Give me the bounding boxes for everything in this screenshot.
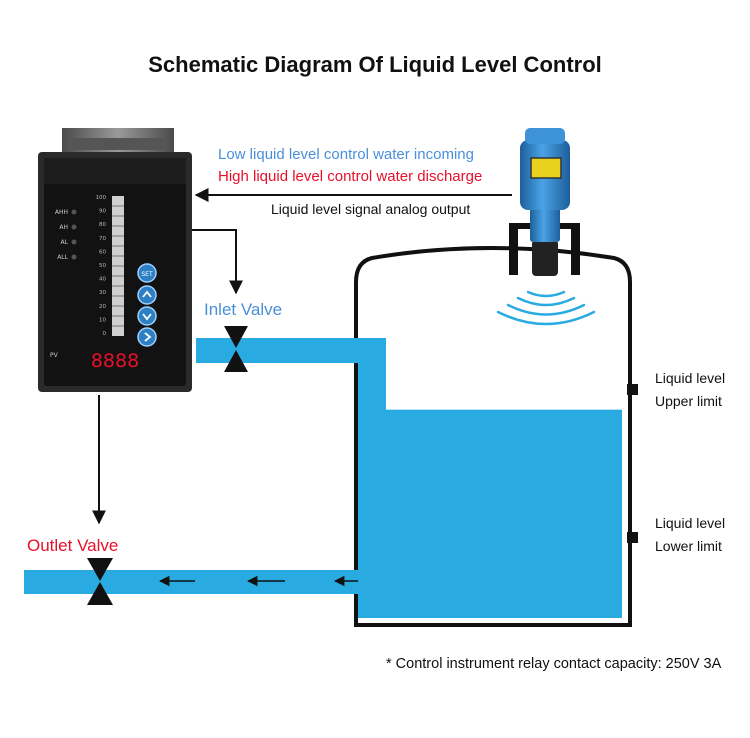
scale-tick-label: 20 (99, 304, 106, 310)
scale-tick-label: 70 (99, 236, 106, 242)
signal-label: Liquid level signal analog output (271, 201, 471, 217)
set-button[interactable] (137, 263, 157, 283)
ultrasonic-sensor (509, 128, 580, 276)
scale-tick-label: 90 (99, 209, 106, 215)
set-button-label: SET (141, 271, 153, 278)
upper-limit-label-line2: Upper limit (655, 393, 722, 409)
diagram-title: Schematic Diagram Of Liquid Level Contro… (148, 52, 602, 77)
indicator-label: AHH (55, 209, 68, 216)
scale-tick-label: 10 (99, 317, 106, 323)
capacity-note: * Control instrument relay contact capac… (386, 656, 722, 672)
lower-limit-marker (627, 532, 638, 543)
scale-tick-label: 40 (99, 277, 106, 283)
right-chevron-icon (144, 332, 152, 342)
outlet-valve-icon (87, 558, 113, 605)
lower-limit-label-line2: Lower limit (655, 538, 722, 554)
controller-meter (38, 128, 192, 392)
control-to-inlet-arrow (186, 229, 243, 295)
outlet-valve-label: Outlet Valve (27, 536, 119, 555)
tank-water (356, 409, 622, 618)
lower-limit-label-line1: Liquid level (655, 515, 726, 531)
inlet-valve-label: Inlet Valve (204, 300, 283, 319)
down-button[interactable] (137, 306, 157, 326)
display-digits: 8888 (91, 350, 139, 372)
low-level-label: Low liquid level control water incoming (218, 146, 474, 163)
inlet-pipe (196, 338, 386, 428)
tank-outline (354, 246, 632, 627)
indicator-leds (71, 209, 77, 260)
high-level-label: High liquid level control water discharg… (218, 168, 483, 185)
indicator-label: ALL (57, 254, 68, 261)
inlet-valve-icon (224, 326, 248, 372)
upper-limit-label-line1: Liquid level (655, 370, 726, 386)
controller-buttons (137, 263, 157, 347)
outlet-pipe (24, 570, 370, 594)
indicator-label: AH (59, 224, 68, 231)
scale-tick-label: 60 (99, 249, 106, 255)
scale-tick-label: 80 (99, 222, 106, 228)
upper-limit-marker (627, 384, 638, 395)
indicator-label: AL (61, 239, 69, 246)
right-button[interactable] (137, 327, 157, 347)
scale-tick-label: 50 (99, 263, 106, 269)
scale-tick-label: 0 (103, 331, 107, 337)
pv-label: PV (50, 352, 59, 359)
down-chevron-icon (142, 313, 152, 321)
up-button[interactable] (137, 285, 157, 305)
up-chevron-icon (142, 290, 152, 298)
sound-waves-icon (496, 290, 596, 326)
scale-tick-label: 100 (96, 195, 107, 201)
scale-tick-label: 30 (99, 290, 106, 296)
